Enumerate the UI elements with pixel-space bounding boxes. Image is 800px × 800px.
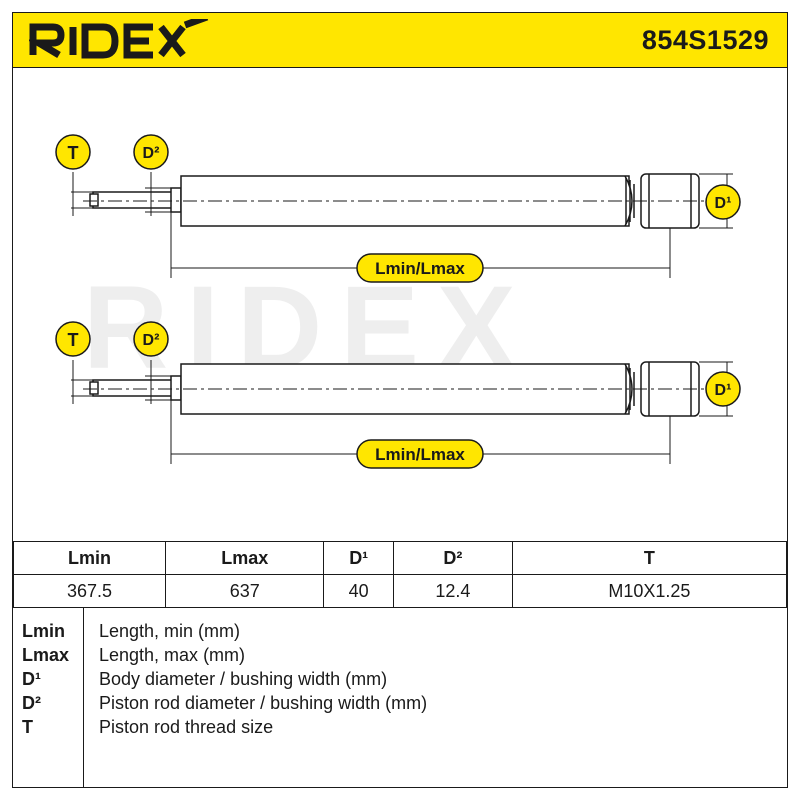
badge-t-2: T: [55, 321, 91, 357]
spec-value-lmin: 367.5: [13, 574, 166, 608]
legend-desc: Piston rod thread size: [99, 716, 274, 737]
legend-desc: Piston rod diameter / bushing width (mm): [99, 692, 428, 713]
spec-value-row: 367.5 637 40 12.4 M10X1.25: [13, 574, 788, 608]
header-bar: 854S1529: [13, 13, 787, 68]
svg-text:D²: D²: [143, 332, 160, 349]
legend-key: D¹: [22, 668, 41, 689]
shock-absorber-2: [71, 360, 733, 464]
svg-text:T: T: [68, 330, 79, 350]
legend-key: Lmin: [22, 620, 65, 641]
badge-t-1: T: [55, 134, 91, 170]
legend-desc: Length, max (mm): [99, 644, 246, 665]
badge-d1-1: D¹: [705, 184, 741, 220]
svg-text:Lmin/Lmax: Lmin/Lmax: [375, 445, 465, 464]
spec-header-d1: D¹: [323, 541, 394, 575]
spec-header-t: T: [511, 541, 788, 575]
page-frame: [12, 12, 788, 788]
spec-value-d2: 12.4: [392, 574, 513, 608]
svg-text:T: T: [68, 143, 79, 163]
legend-key: D²: [22, 692, 41, 713]
technical-drawing: RIDEX: [13, 68, 787, 540]
legend-divider: [83, 608, 84, 788]
brand-logo: [26, 13, 209, 64]
spec-header-row: Lmin Lmax D¹ D² T: [13, 541, 788, 575]
badge-d2-1: D²: [133, 134, 169, 170]
spec-header-lmin: Lmin: [13, 541, 166, 575]
svg-text:D²: D²: [143, 145, 160, 162]
legend-desc: Length, min (mm): [99, 620, 241, 641]
spec-header-lmax: Lmax: [164, 541, 325, 575]
spec-value-lmax: 637: [164, 574, 325, 608]
svg-text:D¹: D¹: [715, 195, 732, 212]
spec-header-d2: D²: [392, 541, 513, 575]
spec-value-t: M10X1.25: [511, 574, 788, 608]
legend-desc: Body diameter / bushing width (mm): [99, 668, 388, 689]
legend-key: T: [22, 716, 33, 737]
svg-text:Lmin/Lmax: Lmin/Lmax: [375, 259, 465, 278]
svg-text:D¹: D¹: [715, 382, 732, 399]
spec-value-d1: 40: [323, 574, 394, 608]
legend-key: Lmax: [22, 644, 70, 665]
badge-d1-2: D¹: [705, 371, 741, 407]
badge-length-2: Lmin/Lmax: [356, 439, 484, 469]
badge-d2-2: D²: [133, 321, 169, 357]
part-number: 854S1529: [641, 25, 769, 55]
spec-table: Lmin Lmax D¹ D² T 367.5 637 40 12.4 M10X…: [13, 541, 788, 608]
legend: Lmin Length, min (mm) Lmax Length, max (…: [13, 607, 787, 788]
badge-length-1: Lmin/Lmax: [356, 253, 484, 283]
